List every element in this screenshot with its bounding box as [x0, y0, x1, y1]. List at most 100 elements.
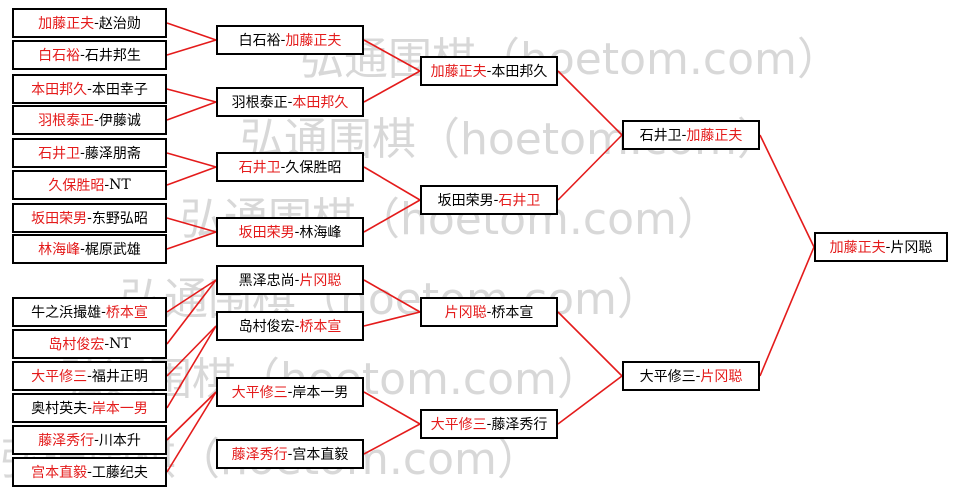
player-name: 大平修三	[31, 369, 88, 385]
player-name: 桥本宣	[105, 305, 148, 321]
player-name: 本田幸子	[91, 82, 148, 98]
player-name: 桥本宣	[491, 305, 534, 321]
player-name: 藤泽秀行	[231, 447, 288, 463]
match-box-r1-5: 石井卫-藤泽朋斋	[12, 138, 167, 168]
player-name: 工藤纪夫	[91, 465, 148, 481]
player-name: NT	[109, 177, 131, 193]
player-name: 林海峰	[38, 242, 81, 258]
connector-line	[557, 70, 623, 136]
separator: -	[87, 464, 92, 480]
player-name: 伊藤诚	[98, 113, 141, 129]
separator: -	[80, 145, 85, 161]
separator: -	[681, 127, 687, 143]
player-name: 久保胜昭	[48, 178, 105, 194]
separator: -	[104, 336, 110, 352]
match-box-r1-1: 加藤正夫-赵治勋	[12, 8, 167, 38]
connector-line	[363, 311, 421, 327]
player-name: 久保胜昭	[285, 160, 342, 176]
connector-line	[363, 279, 421, 313]
player-name: 坂田荣男	[238, 225, 295, 241]
player-name: 宫本直毅	[292, 447, 349, 463]
player-name: 加藤正夫	[38, 16, 95, 32]
player-name: 石井卫	[639, 128, 682, 144]
connector-line	[166, 325, 217, 409]
separator: -	[87, 81, 92, 97]
player-name: 藤泽朋斋	[84, 146, 141, 162]
separator: -	[294, 318, 300, 334]
connector-line	[363, 166, 421, 201]
player-name: 片冈聪	[299, 273, 342, 289]
separator: -	[280, 159, 286, 175]
match-box-r4-2: 大平修三-片冈聪	[622, 361, 760, 391]
player-name: 加藤正夫	[285, 33, 342, 49]
connector-line	[557, 134, 623, 201]
match-box-r1-10: 岛村俊宏-NT	[12, 329, 167, 359]
match-box-r3-4: 大平修三-藤泽秀行	[420, 409, 558, 439]
connector-line	[759, 246, 815, 377]
match-box-r2-1: 白石裕-加藤正夫	[216, 25, 364, 55]
connector-line	[166, 279, 217, 313]
match-box-r2-2: 羽根泰正-本田邦久	[216, 87, 364, 117]
connector-line	[363, 423, 421, 455]
connector-line	[166, 88, 217, 103]
connector-line	[557, 311, 623, 377]
player-name: 加藤正夫	[829, 240, 886, 256]
match-box-r5-1: 加藤正夫-片冈聪	[814, 232, 948, 262]
separator: -	[104, 177, 110, 193]
match-box-r1-3: 本田邦久-本田幸子	[12, 74, 167, 104]
connector-line	[166, 152, 217, 168]
separator: -	[493, 192, 499, 208]
player-name: 牛之浜撮雄	[31, 305, 102, 321]
separator: -	[101, 304, 106, 320]
separator: -	[94, 432, 99, 448]
connector-line	[166, 217, 217, 233]
player-name: 白石裕	[238, 33, 281, 49]
match-box-r1-6: 久保胜昭-NT	[12, 170, 167, 200]
player-name: 赵治勋	[98, 16, 141, 32]
player-name: NT	[109, 336, 131, 352]
separator: -	[287, 384, 293, 400]
player-name: 岸本一男	[91, 401, 148, 417]
connector-line	[166, 166, 217, 186]
separator: -	[695, 368, 701, 384]
player-name: 大平修三	[231, 385, 288, 401]
player-name: 坂田荣男	[437, 193, 494, 209]
player-name: 片冈聪	[700, 369, 743, 385]
connector-line	[166, 325, 217, 377]
player-name: 石井卫	[38, 146, 81, 162]
player-name: 福井正明	[91, 369, 148, 385]
player-name: 本田邦久	[491, 64, 548, 80]
separator: -	[287, 446, 293, 462]
player-name: 石井邦生	[84, 48, 141, 64]
separator: -	[87, 368, 92, 384]
separator: -	[486, 304, 492, 320]
match-box-r1-11: 大平修三-福井正明	[12, 361, 167, 391]
separator: -	[294, 272, 300, 288]
match-box-r3-3: 片冈聪-桥本宣	[420, 297, 558, 327]
match-box-r1-2: 白石裕-石井邦生	[12, 40, 167, 70]
match-box-r1-9: 牛之浜撮雄-桥本宣	[12, 297, 167, 327]
player-name: 白石裕	[38, 48, 81, 64]
match-box-r3-2: 坂田荣男-石井卫	[420, 185, 558, 215]
player-name: 岛村俊宏	[48, 337, 105, 353]
match-box-r2-7: 大平修三-岸本一男	[216, 377, 364, 407]
match-box-r1-8: 林海峰-梶原武雄	[12, 234, 167, 264]
match-box-r2-8: 藤泽秀行-宫本直毅	[216, 439, 364, 469]
player-name: 加藤正夫	[686, 128, 743, 144]
player-name: 藤泽秀行	[38, 433, 95, 449]
connector-line	[557, 375, 623, 425]
connector-line	[166, 279, 217, 345]
player-name: 片冈聪	[890, 240, 933, 256]
connector-line	[363, 39, 421, 72]
separator: -	[94, 112, 99, 128]
separator: -	[287, 94, 293, 110]
connector-line	[166, 39, 217, 56]
match-box-r1-4: 羽根泰正-伊藤诚	[12, 105, 167, 135]
player-name: 片冈聪	[444, 305, 487, 321]
player-name: 大平修三	[430, 417, 487, 433]
match-box-r2-6: 岛村俊宏-桥本宣	[216, 311, 364, 341]
separator: -	[294, 224, 300, 240]
player-name: 石井卫	[238, 160, 281, 176]
player-name: 梶原武雄	[84, 242, 141, 258]
connector-line	[166, 101, 217, 121]
